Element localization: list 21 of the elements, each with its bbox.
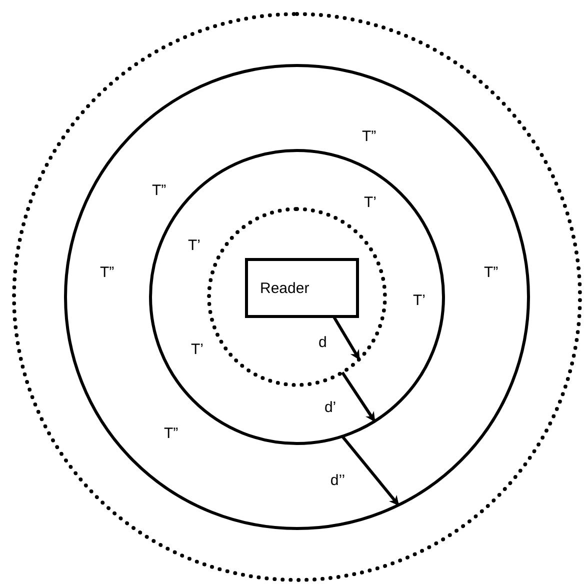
reader-box — [245, 258, 359, 318]
node-label: Reader — [260, 280, 310, 296]
dotted-circle — [207, 207, 387, 387]
dotted-circle — [12, 12, 582, 582]
circle — [149, 149, 445, 445]
arrow — [332, 316, 361, 360]
edge-label: d — [318, 334, 327, 351]
circle — [64, 64, 530, 530]
edge-label: d’’ — [330, 472, 346, 489]
region-label: T” — [484, 264, 498, 281]
region-label: T” — [164, 425, 178, 442]
arrow — [341, 372, 376, 422]
region-label: T’ — [364, 194, 376, 211]
edge-label: d’ — [324, 398, 336, 416]
region-label: T” — [152, 182, 166, 199]
arrow — [341, 435, 400, 506]
region-label: T’ — [191, 341, 204, 358]
region-label: T’ — [188, 237, 200, 254]
region-label: T” — [100, 264, 114, 281]
region-label: T’ — [413, 292, 426, 309]
region-label: T” — [362, 128, 376, 145]
